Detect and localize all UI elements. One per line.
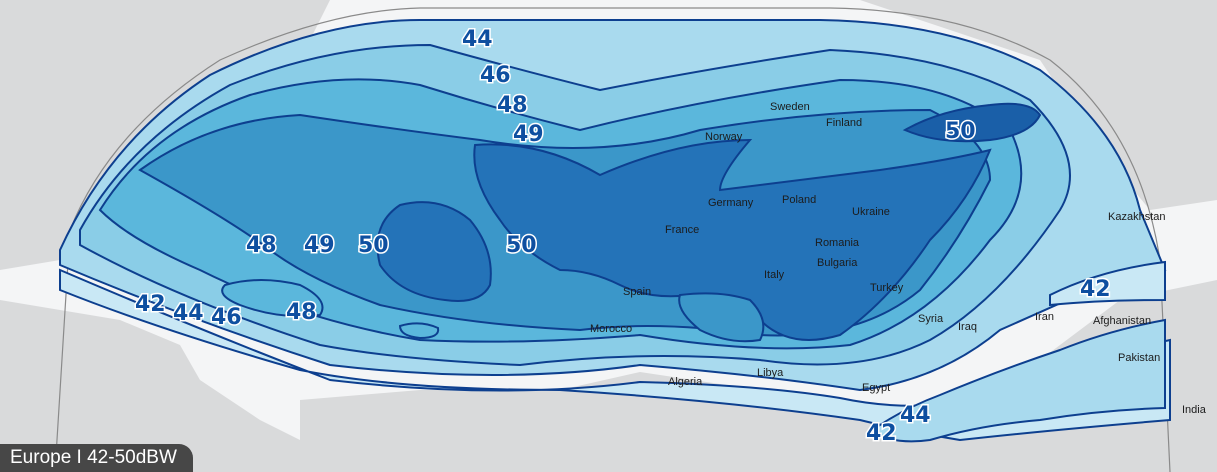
country-label-pakistan: Pakistan [1118,352,1160,364]
contour-label-49: 49 [513,122,544,147]
country-label-turkey: Turkey [870,282,904,294]
contour-label-44-west: 44 [173,301,204,326]
country-label-algeria: Algeria [668,376,703,388]
contour-label-42-arabia: 42 [866,421,897,446]
country-label-iran: Iran [1035,311,1054,323]
contour-label-50-baltic: 50 [945,119,976,144]
contour-med-gap [678,292,765,343]
contour-label-48: 48 [497,93,528,118]
country-label-kazakhstan: Kazakhstan [1108,211,1165,223]
contour-label-50-atlantic: 50 [358,233,389,258]
country-label-egypt: Egypt [862,382,890,394]
country-label-spain: Spain [623,286,651,298]
country-label-finland: Finland [826,117,862,129]
country-labels: Sweden Norway Finland Germany Poland Ukr… [590,101,1207,416]
contour-label-48-island: 48 [286,300,317,325]
contour-42-caspian [1049,260,1166,307]
country-label-afghanistan: Afghanistan [1093,315,1151,327]
country-label-poland: Poland [782,194,816,206]
contour-50-baltic [902,102,1042,143]
country-label-iraq: Iraq [958,321,977,333]
contour-label-50-centre: 50 [506,233,537,258]
country-label-libya: Libya [757,367,784,379]
country-label-syria: Syria [918,313,944,325]
country-label-norway: Norway [705,131,743,143]
country-label-india: India [1182,404,1207,416]
contour-44-arabia [868,318,1166,443]
contour-label-42-west: 42 [135,292,166,317]
contour-label-48-west: 48 [246,233,277,258]
beam-boundary [54,7,1171,472]
country-label-romania: Romania [815,237,860,249]
contour-label-46-west: 46 [211,305,242,330]
country-label-france: France [665,224,699,236]
country-label-ukraine: Ukraine [852,206,890,218]
contour-50-atlantic [376,201,492,302]
country-label-morocco: Morocco [590,323,632,335]
contour-inner-ring [398,322,440,340]
contour-50-main [473,138,992,341]
contour-label-49-west: 49 [304,233,335,258]
land-mass-north [860,0,1217,210]
map-title-tab: Europe I 42-50dBW [0,444,193,472]
contour-48-island [221,279,324,318]
contour-label-44: 44 [462,27,493,52]
contour-label-42-caspian: 42 [1080,277,1111,302]
country-label-sweden: Sweden [770,101,810,113]
country-label-bulgaria: Bulgaria [817,257,858,269]
contour-labels: 44 46 48 49 50 48 49 50 50 42 44 46 48 4… [134,26,1113,448]
land-mass-atlantic-edge [0,300,300,472]
country-label-germany: Germany [708,197,754,209]
contour-42 [59,268,1171,442]
contour-label-46: 46 [480,63,511,88]
contour-label-44-arabia: 44 [900,403,931,428]
country-label-italy: Italy [764,269,785,281]
